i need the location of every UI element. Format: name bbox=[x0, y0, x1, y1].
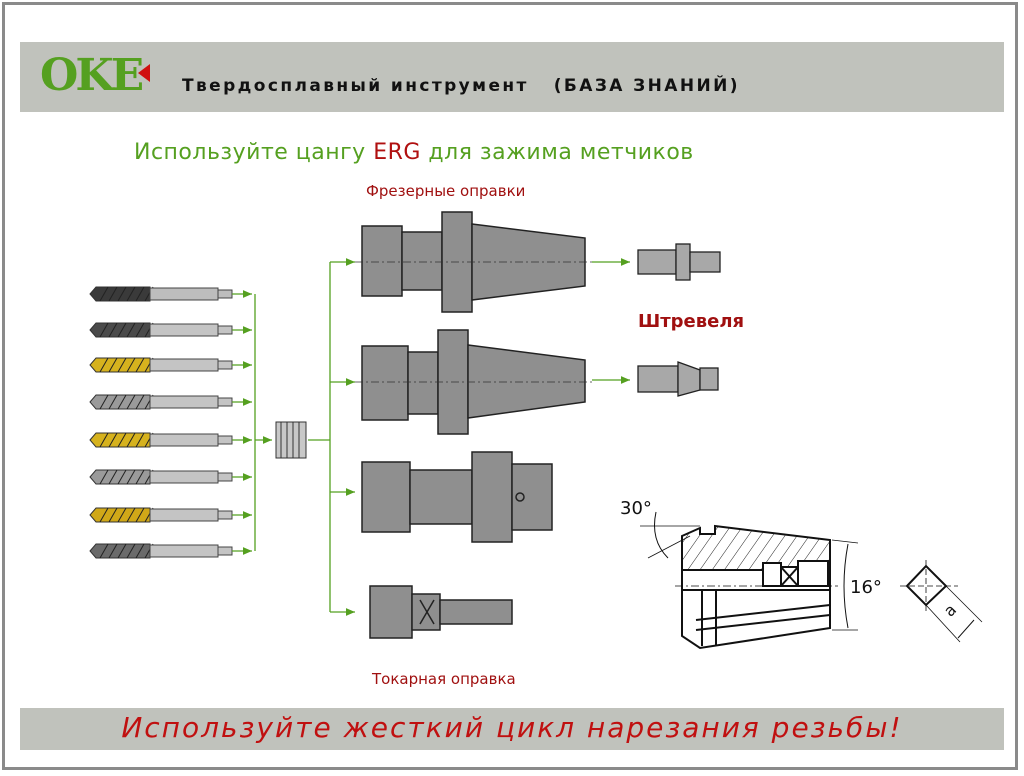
tap-flute bbox=[89, 357, 151, 373]
tap-flute bbox=[89, 322, 151, 338]
flute-line bbox=[135, 469, 145, 485]
flute-line bbox=[126, 543, 136, 559]
tap-square bbox=[217, 360, 233, 370]
slide-subtitle: Используйте цангу ERG для зажима метчико… bbox=[134, 140, 694, 165]
erg-collet bbox=[275, 421, 307, 459]
flute-line bbox=[117, 286, 127, 302]
flute-line bbox=[126, 394, 136, 410]
flute-line bbox=[135, 286, 145, 302]
label-milling-holders: Фрезерные оправки bbox=[366, 182, 526, 200]
tap-6 bbox=[89, 469, 252, 485]
tap-square bbox=[217, 546, 233, 556]
pull-stud-1 bbox=[637, 243, 721, 281]
tap-square bbox=[217, 435, 233, 445]
header-bar: OKE Твердосплавный инструмент (БАЗА ЗНАН… bbox=[20, 42, 1004, 112]
flute-line bbox=[99, 432, 109, 448]
tap-shank bbox=[149, 358, 219, 372]
dimension-a-label: a bbox=[940, 600, 960, 620]
label-pull-studs: Штревеля bbox=[638, 311, 745, 332]
collet-section-drawing bbox=[640, 511, 983, 650]
flute-line bbox=[117, 507, 127, 523]
flute-line bbox=[135, 357, 145, 373]
connector-lines bbox=[254, 258, 630, 616]
tap-4 bbox=[89, 394, 252, 410]
tap-shank bbox=[149, 544, 219, 558]
tap-shank bbox=[149, 433, 219, 447]
tap-shank bbox=[149, 323, 219, 337]
flute-line bbox=[108, 543, 118, 559]
milling-holder-bt bbox=[355, 329, 592, 435]
flute-line bbox=[99, 394, 109, 410]
tap-square bbox=[217, 397, 233, 407]
flute-line bbox=[117, 322, 127, 338]
flute-line bbox=[99, 322, 109, 338]
turning-holder bbox=[369, 585, 513, 639]
subtitle-part2: для зажима метчиков bbox=[420, 140, 694, 165]
tap-5 bbox=[89, 432, 252, 448]
milling-holder-sk bbox=[355, 211, 592, 313]
tap-3 bbox=[89, 357, 252, 373]
logo: OKE bbox=[40, 50, 144, 101]
flute-line bbox=[108, 469, 118, 485]
tap-shank bbox=[149, 395, 219, 409]
tap-flute bbox=[89, 432, 151, 448]
flute-line bbox=[135, 322, 145, 338]
taps-group bbox=[89, 286, 252, 559]
tap-flute bbox=[89, 543, 151, 559]
flute-line bbox=[99, 543, 109, 559]
tap-square bbox=[217, 325, 233, 335]
flute-line bbox=[126, 432, 136, 448]
flute-line bbox=[135, 507, 145, 523]
flute-line bbox=[117, 394, 127, 410]
flute-line bbox=[135, 432, 145, 448]
header-title: Твердосплавный инструмент (БАЗА ЗНАНИЙ) bbox=[182, 76, 740, 96]
flute-line bbox=[108, 394, 118, 410]
tap-flute bbox=[89, 286, 151, 302]
flute-line bbox=[117, 432, 127, 448]
flute-line bbox=[108, 507, 118, 523]
flute-line bbox=[117, 357, 127, 373]
flute-line bbox=[99, 357, 109, 373]
subtitle-part1: Используйте цангу bbox=[134, 140, 374, 165]
flute-line bbox=[108, 322, 118, 338]
logo-arrow-icon bbox=[138, 64, 150, 82]
flute-line bbox=[108, 432, 118, 448]
tap-shank bbox=[149, 287, 219, 301]
angle-16-label: 16° bbox=[850, 577, 882, 598]
footer-bar: Используйте жесткий цикл нарезания резьб… bbox=[20, 708, 1004, 750]
flute-line bbox=[108, 286, 118, 302]
tap-square bbox=[217, 472, 233, 482]
label-turning-holder: Токарная оправка bbox=[372, 670, 516, 688]
flute-line bbox=[108, 357, 118, 373]
flute-line bbox=[126, 286, 136, 302]
tap-shank bbox=[149, 508, 219, 522]
tap-square bbox=[217, 510, 233, 520]
flute-line bbox=[126, 469, 136, 485]
tap-square bbox=[217, 289, 233, 299]
flute-line bbox=[126, 322, 136, 338]
tap-1 bbox=[89, 286, 252, 302]
tap-7 bbox=[89, 507, 252, 523]
flute-line bbox=[99, 286, 109, 302]
tap-flute bbox=[89, 507, 151, 523]
tap-2 bbox=[89, 322, 252, 338]
flute-line bbox=[135, 394, 145, 410]
flute-line bbox=[126, 357, 136, 373]
tap-flute bbox=[89, 394, 151, 410]
flute-line bbox=[117, 469, 127, 485]
subtitle-erg: ERG bbox=[373, 140, 421, 165]
footer-text: Используйте жесткий цикл нарезания резьб… bbox=[121, 711, 903, 744]
angle-30-label: 30° bbox=[620, 498, 652, 519]
flute-line bbox=[99, 507, 109, 523]
tap-8 bbox=[89, 543, 252, 559]
flute-line bbox=[117, 543, 127, 559]
tap-flute bbox=[89, 469, 151, 485]
tap-shank bbox=[149, 470, 219, 484]
flute-line bbox=[99, 469, 109, 485]
flute-line bbox=[126, 507, 136, 523]
flute-line bbox=[135, 543, 145, 559]
pull-stud-2 bbox=[637, 361, 719, 397]
milling-holder-hsk bbox=[361, 451, 553, 543]
